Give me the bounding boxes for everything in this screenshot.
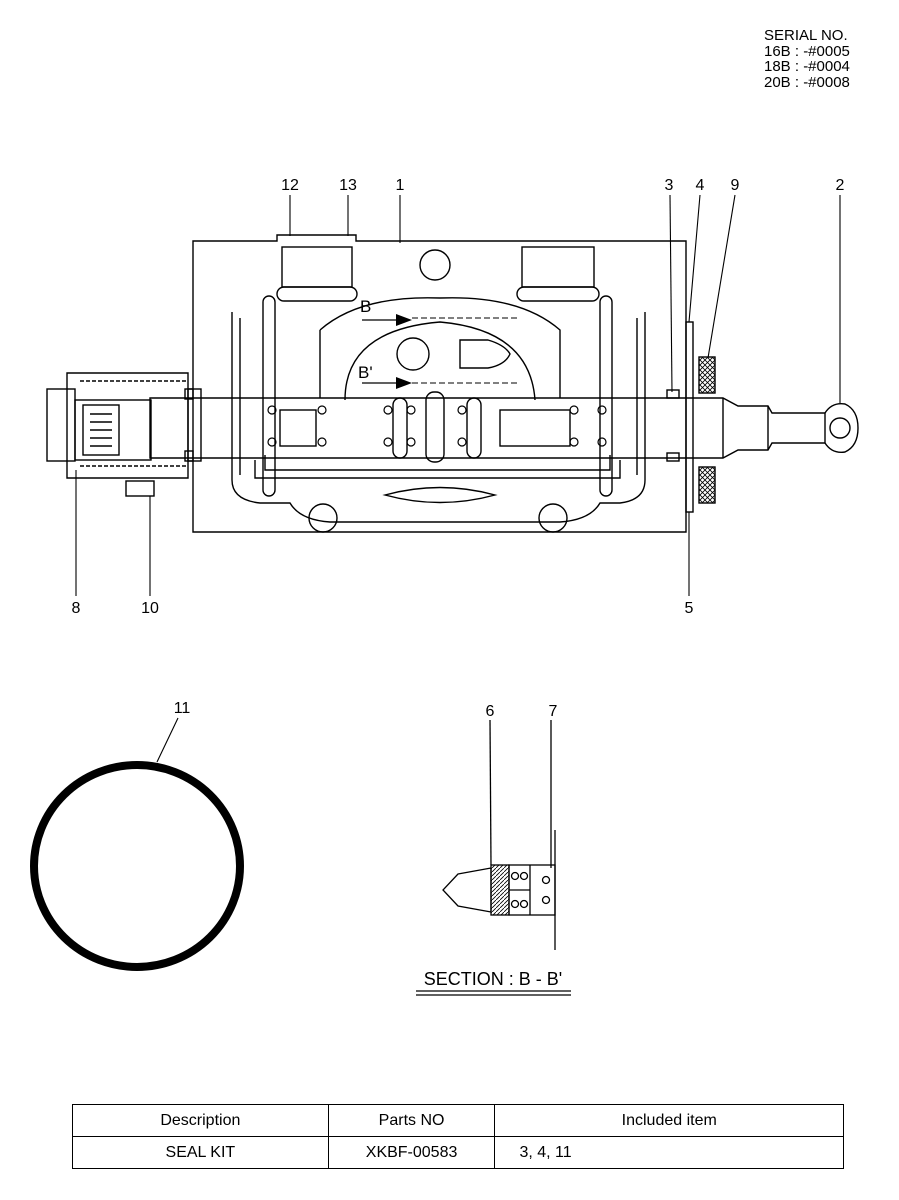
serial-line: 20B : -#0008 (764, 73, 850, 91)
table-header-row: Description Parts NO Included item (72, 1104, 844, 1137)
callout-4: 4 (696, 177, 705, 194)
serial-number-block: SERIAL NO. 16B : -#0005 18B : -#0004 20B… (764, 28, 850, 90)
callout-13: 13 (339, 177, 357, 194)
section-arrows: B B' (358, 297, 520, 389)
section-detail (442, 719, 556, 950)
callout-labels: 12 13 1 3 4 9 2 8 10 5 11 6 7 (72, 177, 845, 720)
callout-9: 9 (731, 177, 740, 194)
callout-10: 10 (141, 600, 159, 617)
section-title: SECTION : B - B' (424, 969, 562, 989)
serial-line: 18B : -#0004 (764, 58, 850, 75)
included-item-cell: 3, 4, 11 (494, 1136, 844, 1169)
section-mark-b-prime: B' (358, 363, 373, 382)
valve-body (192, 234, 716, 533)
callout-5: 5 (685, 600, 694, 617)
serial-heading: SERIAL NO. (764, 27, 848, 44)
table-row: SEAL KIT XKBF-00583 3, 4, 11 (72, 1136, 844, 1169)
o-ring (30, 717, 244, 971)
column-header: Parts NO (327, 1104, 496, 1137)
callout-12: 12 (281, 177, 299, 194)
leader-lines (75, 194, 841, 596)
seal-kit-table: Description Parts NO Included item SEAL … (72, 1104, 844, 1169)
description-cell: SEAL KIT (72, 1136, 329, 1169)
callout-2: 2 (836, 177, 845, 194)
callout-11: 11 (174, 700, 191, 717)
callout-7: 7 (549, 703, 558, 720)
callout-8: 8 (72, 600, 81, 617)
section-title-underline (416, 990, 571, 996)
parts-no-cell: XKBF-00583 (327, 1136, 496, 1169)
callout-6: 6 (486, 703, 495, 720)
section-mark-b: B (360, 297, 371, 316)
callout-1: 1 (396, 177, 405, 194)
column-header: Description (72, 1104, 329, 1137)
callout-3: 3 (665, 177, 674, 194)
serial-line: 16B : -#0005 (764, 42, 850, 60)
spring-cap-assembly (46, 372, 202, 497)
spool (149, 391, 859, 463)
column-header: Included item (494, 1104, 844, 1137)
